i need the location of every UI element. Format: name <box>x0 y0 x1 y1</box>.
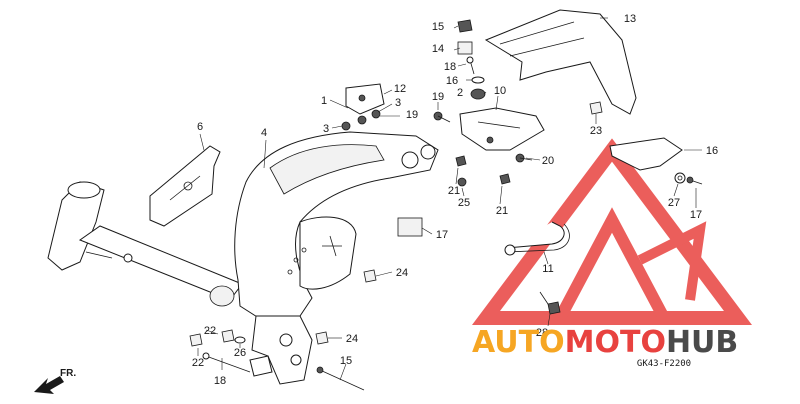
callout-6: 11 <box>542 263 553 275</box>
callout-9: 13 <box>624 13 636 25</box>
callout-23: 23 <box>590 125 602 137</box>
callout-28: 28 <box>536 327 548 339</box>
callout-22b: 22 <box>204 325 216 337</box>
frame-body-shell <box>234 131 439 321</box>
callout-3a: 3 <box>395 97 401 109</box>
fasteners <box>189 19 703 391</box>
callout-12: 16 <box>706 145 718 157</box>
lower-bracket <box>249 315 313 385</box>
callout-21b: 21 <box>496 205 508 217</box>
callout-4: 4 <box>261 127 267 139</box>
callout-14: 18 <box>214 375 226 387</box>
callout-3b: 3 <box>323 123 329 135</box>
callout-8: 12 <box>394 83 406 95</box>
callout-21a: 21 <box>448 185 460 197</box>
callout-22a: 22 <box>192 357 204 369</box>
callout-17: 17 <box>690 209 702 221</box>
callout-18: 18 <box>444 61 456 73</box>
callout-26: 26 <box>234 347 246 359</box>
callout-5: 10 <box>494 85 506 97</box>
callout-2: 2 <box>457 87 463 99</box>
callout-24b: 24 <box>346 333 358 345</box>
part-9-fender <box>484 9 637 115</box>
part-12-plate <box>609 137 683 171</box>
callout-24a: 24 <box>396 267 408 279</box>
watermark-inner-chevron <box>554 207 670 321</box>
front-arrow-icon <box>34 376 64 394</box>
callout-25: 25 <box>458 197 470 209</box>
part-13-label <box>397 217 423 237</box>
frame-main-tube <box>47 181 243 307</box>
callout-11: 15 <box>432 21 444 33</box>
watermark-text: AUTOMOTOHUB <box>472 325 738 360</box>
callout-15: 15 <box>340 355 352 367</box>
part-5-bracket <box>459 107 545 151</box>
callout-20a: 19 <box>432 91 444 103</box>
callout-numbers: 6 4 1 12 3 3 19 19 2 16 18 14 15 13 10 2… <box>192 13 718 387</box>
callout-7: 6 <box>197 121 203 133</box>
part-6-stand <box>504 221 570 256</box>
part-8-bracket <box>345 83 385 115</box>
watermark-text-hub: HUB <box>666 325 738 360</box>
watermark-text-auto: AUTO <box>472 325 565 360</box>
callout-20b: 20 <box>542 155 554 167</box>
callout-1: 1 <box>321 95 327 107</box>
leader-lines <box>197 17 702 381</box>
watermark-inner-stroke <box>637 221 707 301</box>
callout-13: 17 <box>436 229 448 241</box>
callout-19: 19 <box>406 109 418 121</box>
direction-indicator: FR. <box>34 368 76 394</box>
direction-label: FR. <box>60 368 76 379</box>
callout-10: 14 <box>432 43 444 55</box>
watermark-logo <box>472 138 752 325</box>
watermark-text-moto: MOTO <box>565 325 666 360</box>
part-7-plate <box>149 145 221 227</box>
callout-16: 16 <box>446 75 458 87</box>
diagram-code: GK43-F2200 <box>637 359 691 369</box>
callout-27: 27 <box>668 197 680 209</box>
